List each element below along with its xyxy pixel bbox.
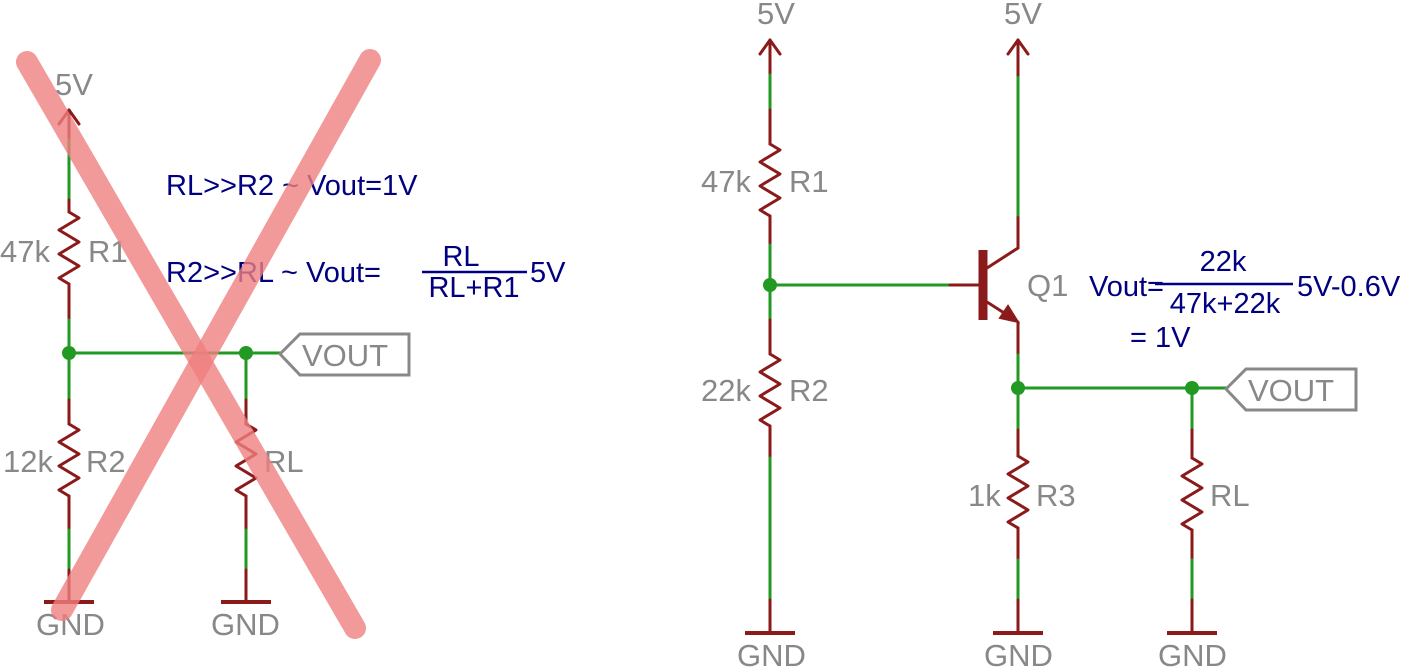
right-supply-arrow-icon-2 bbox=[1006, 38, 1030, 56]
left-vout-label: VOUT bbox=[302, 338, 388, 373]
right-rl-name: RL bbox=[1210, 478, 1250, 513]
right-q1-name: Q1 bbox=[1027, 268, 1068, 303]
right-supply-label-2: 5V bbox=[1004, 0, 1042, 31]
right-r2-name: R2 bbox=[789, 373, 829, 408]
right-vout-flag-icon bbox=[1223, 367, 1358, 412]
right-gnd-label-1: GND bbox=[737, 638, 806, 671]
left-r1-resistor-icon bbox=[57, 210, 81, 286]
left-note-frac-num: RL bbox=[442, 241, 479, 273]
right-eq-result: = 1V bbox=[1130, 322, 1191, 354]
right-rl-resistor-icon bbox=[1180, 456, 1204, 532]
right-eq-frac-num: 22k bbox=[1200, 246, 1247, 278]
left-r2-value: 12k bbox=[3, 444, 53, 479]
right-r3-value: 1k bbox=[968, 478, 1001, 513]
left-gnd-label-2: GND bbox=[211, 607, 280, 642]
right-gnd-label-2: GND bbox=[984, 638, 1053, 671]
right-eq-frac-den: 47k+22k bbox=[1170, 288, 1281, 320]
right-eq-prefix: Vout= bbox=[1089, 271, 1164, 303]
right-r2-value: 22k bbox=[701, 373, 751, 408]
right-base-junction bbox=[763, 278, 777, 292]
left-r2-name: R2 bbox=[86, 444, 126, 479]
left-note-line2-prefix: R2>>RL ~ Vout= bbox=[166, 257, 381, 289]
left-r1-value: 47k bbox=[0, 234, 50, 269]
left-note-line2-suffix: 5V bbox=[530, 257, 566, 289]
right-circuit: 5V GND Q1 5V bbox=[701, 0, 1401, 671]
right-eq-suffix: 5V-0.6V bbox=[1297, 271, 1401, 303]
right-gnd-label-3: GND bbox=[1158, 638, 1227, 671]
right-r2-resistor-icon bbox=[758, 352, 782, 428]
left-note-frac-den: RL+R1 bbox=[428, 272, 519, 304]
left-r2-resistor-icon bbox=[57, 422, 81, 498]
right-supply-arrow-icon-1 bbox=[758, 38, 782, 77]
right-r1-name: R1 bbox=[789, 164, 829, 199]
right-supply-label-1: 5V bbox=[757, 0, 795, 31]
right-r1-resistor-icon bbox=[758, 142, 782, 218]
right-vout-label: VOUT bbox=[1248, 373, 1334, 408]
right-q1-transistor-icon bbox=[978, 246, 1021, 324]
left-node-junction bbox=[62, 346, 76, 360]
right-r1-value: 47k bbox=[701, 164, 751, 199]
right-r3-name: R3 bbox=[1036, 478, 1076, 513]
left-vout-flag-icon bbox=[277, 332, 411, 377]
rejected-cross-icon bbox=[16, 49, 381, 639]
right-r3-resistor-icon bbox=[1006, 454, 1030, 530]
left-circuit: 5V GND GND VOUT 47k R1 12k R2 bbox=[0, 49, 566, 642]
left-supply-label: 5V bbox=[55, 67, 93, 102]
